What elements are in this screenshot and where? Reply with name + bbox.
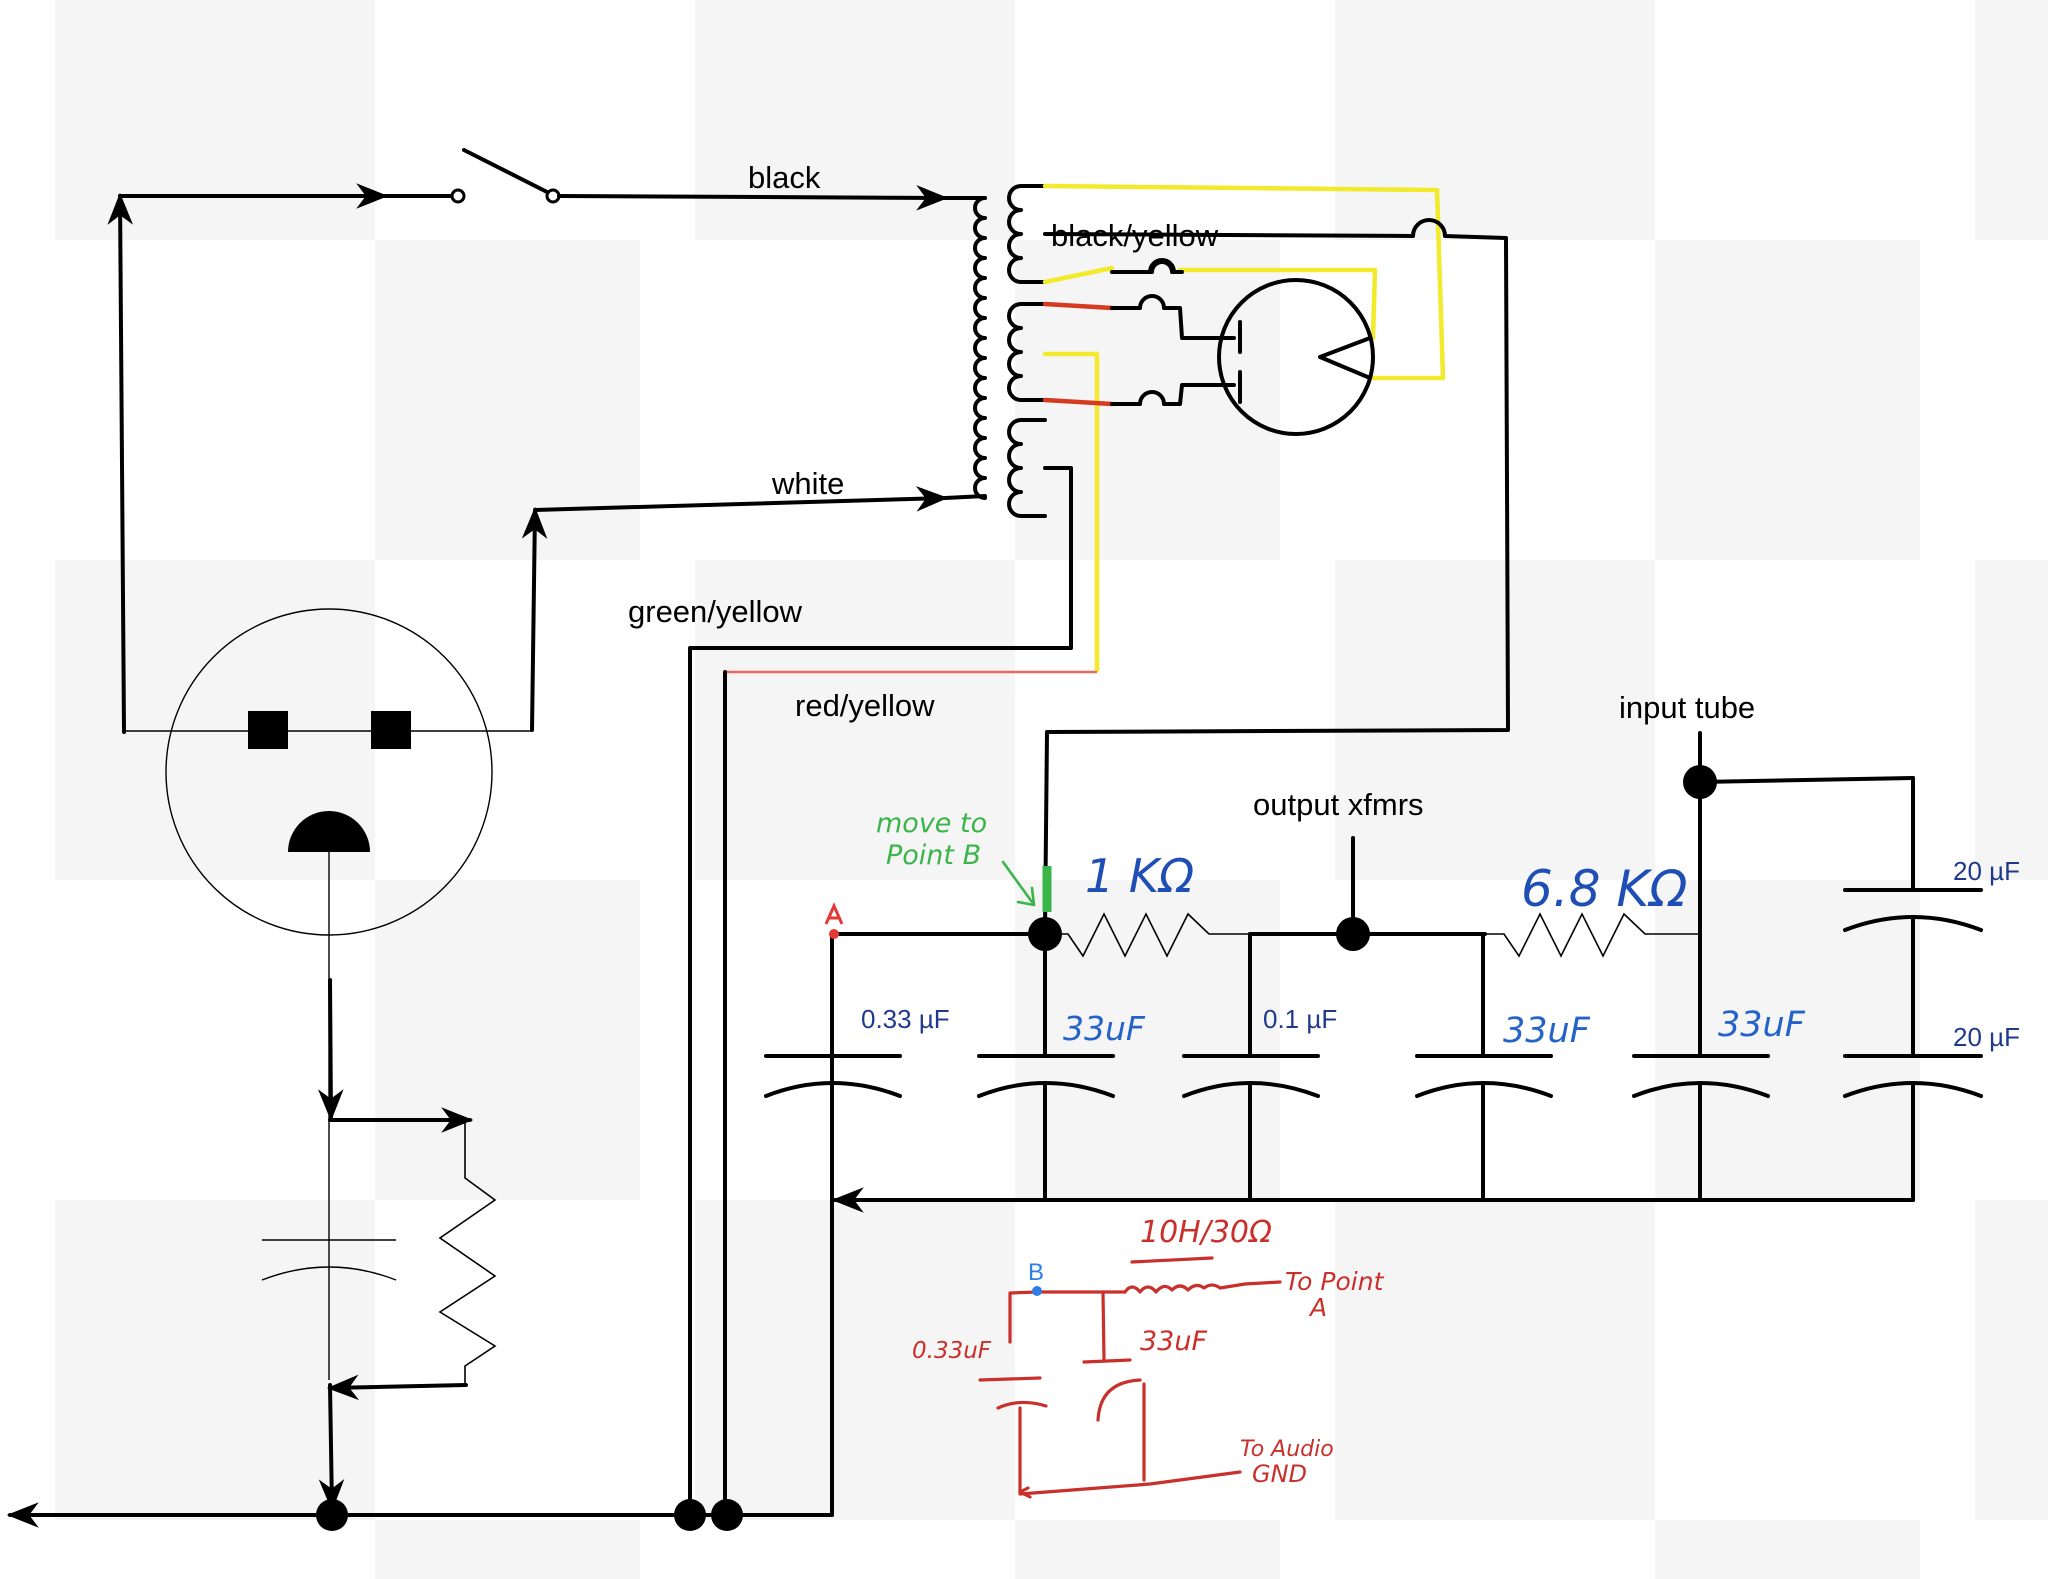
resistor-6k8 <box>1485 912 1700 958</box>
label-res-6k8: 6.8 KΩ <box>1521 860 1687 918</box>
inlet-ground-pin <box>288 811 370 852</box>
label-point-b: B <box>1028 1259 1044 1286</box>
cap-33uf-3 <box>1632 932 1770 1202</box>
hv-lead-bottom <box>1110 383 1236 406</box>
rail-to-20uf <box>1698 776 1915 784</box>
sketch-cap33-plate-bottom <box>1096 1378 1142 1422</box>
point-a-dot <box>829 929 839 939</box>
inlet-hot-pin <box>248 711 288 749</box>
sketch-arrow <box>1018 1486 1032 1499</box>
sketch-choke <box>1123 1280 1282 1294</box>
move-annotation <box>1001 860 1052 912</box>
move-arrow-head <box>1016 886 1036 907</box>
sketch-wire-b <box>1008 1290 1039 1344</box>
sketch-cap033-plate-bottom <box>996 1400 1048 1410</box>
neutral-lead-up <box>521 506 548 732</box>
ground-resistor <box>438 1120 497 1385</box>
label-sketch-cap33: 33uF <box>1140 1326 1207 1357</box>
heater-wire-mid-left <box>1042 265 1115 285</box>
filter-network <box>764 731 1983 1517</box>
sketch-ground-line <box>1018 1470 1242 1496</box>
ground-node-3 <box>711 1499 743 1531</box>
ground-down-to-bus <box>318 1383 345 1512</box>
label-red-yellow: red/yellow <box>795 688 935 723</box>
label-cap-20uf-top: 20 µF <box>1953 856 2020 886</box>
label-cap-33uf-3: 33uF <box>1718 1005 1806 1045</box>
ground-node-2 <box>674 1499 706 1531</box>
inlet-neutral-pin <box>371 711 411 749</box>
label-black-yellow: black/yellow <box>1051 218 1219 253</box>
heater-wiring <box>725 183 1446 674</box>
white-lead <box>533 486 949 512</box>
black-lead <box>557 185 949 211</box>
labels: black black/yellow white green/yellow re… <box>628 160 2020 1488</box>
sketch-choke-underline <box>1130 1256 1214 1264</box>
point-b-dot <box>1032 1286 1042 1296</box>
rectifier-filament <box>1318 336 1372 380</box>
label-sketch-cap033: 0.33uF <box>912 1338 992 1364</box>
label-cap-033: 0.33 µF <box>861 1004 950 1034</box>
power-transformer <box>973 184 1047 518</box>
hot-lead-up <box>107 192 134 734</box>
heater-wire-mid-right <box>1177 267 1378 341</box>
cap-01 <box>1182 932 1320 1202</box>
secondary-winding-3 <box>1007 418 1047 518</box>
resistor-1k <box>1045 912 1250 958</box>
label-choke: 10H/30Ω <box>1140 1215 1272 1250</box>
secondary-winding-2 <box>1007 302 1047 402</box>
label-res-1k: 1 KΩ <box>1085 849 1194 903</box>
heater-jump-arc <box>1148 258 1176 274</box>
sketch-cap33-lead <box>1101 1290 1106 1362</box>
switch-lever <box>462 148 555 197</box>
label-white: white <box>771 466 844 501</box>
sketch-cap33-plate-top <box>1082 1358 1132 1364</box>
label-input-tube: input tube <box>1619 690 1755 725</box>
resistor-return <box>326 1374 468 1401</box>
cap-33uf-2 <box>1415 932 1553 1202</box>
label-cap-01: 0.1 µF <box>1263 1004 1337 1034</box>
primary-winding <box>973 196 987 500</box>
cap-033 <box>764 932 902 1517</box>
label-cap-33uf-1: 33uF <box>1063 1009 1146 1048</box>
ground-down-arrow <box>317 978 344 1122</box>
label-to-audio-line2: GND <box>1252 1460 1307 1488</box>
label-cap-33uf-2: 33uF <box>1503 1011 1591 1051</box>
cap-20uf-top <box>1843 888 1983 1058</box>
heater-wire-outer <box>1042 183 1446 381</box>
cap-33uf-1 <box>977 932 1115 1202</box>
cap-20uf-bottom <box>1843 1054 1983 1202</box>
secondary-winding-1 <box>1007 184 1047 284</box>
node-output-xfmr <box>1336 917 1370 951</box>
point-a-glyph <box>824 902 844 925</box>
label-to-point-line1: To Point <box>1285 1267 1385 1296</box>
label-move-line2: Point B <box>886 840 981 871</box>
hv-red-bottom <box>1042 397 1115 407</box>
red-yellow-lead <box>1042 351 1100 673</box>
label-to-point-line2: A <box>1308 1293 1327 1322</box>
green-yellow-lead <box>688 466 1073 1517</box>
proposed-filter-sketch <box>978 1256 1282 1499</box>
sketch-cap033-plate-top <box>978 1376 1042 1382</box>
mains-wiring <box>107 148 987 1512</box>
hv-lead-top <box>1110 294 1236 340</box>
ground-cap-plate-bottom <box>261 1266 397 1281</box>
node-input-tube <box>1683 765 1717 799</box>
label-black: black <box>748 160 821 195</box>
label-cap-20uf-bottom: 20 µF <box>1953 1022 2020 1052</box>
rectifier-wiring <box>1042 278 1375 436</box>
label-output-xfmrs: output xfmrs <box>1253 787 1424 822</box>
label-move-line1: move to <box>876 808 987 839</box>
ground-node-1 <box>316 1499 348 1531</box>
switch-contact-left <box>450 188 466 204</box>
move-arrow-shaft <box>1001 860 1034 904</box>
node-b <box>1028 917 1062 951</box>
rectifier-tube <box>1217 278 1375 436</box>
label-green-yellow: green/yellow <box>628 594 803 629</box>
black-yellow-lead <box>1043 218 1510 932</box>
hv-red-top <box>1042 301 1115 311</box>
label-to-audio-line1: To Audio <box>1240 1437 1334 1462</box>
